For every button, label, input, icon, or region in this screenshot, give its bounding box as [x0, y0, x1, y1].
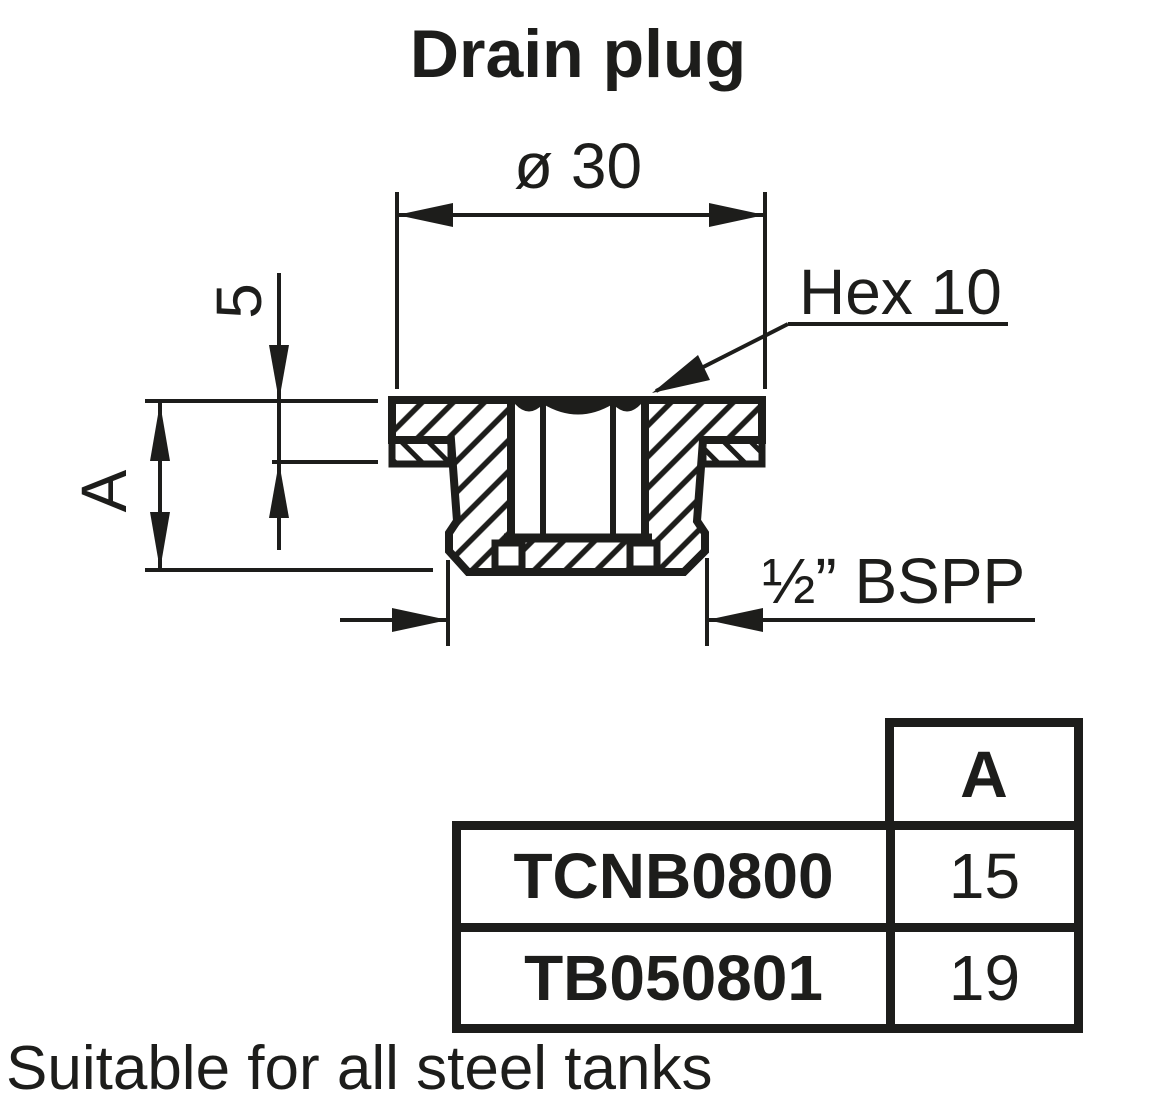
dimension-a-cell: 19 — [886, 931, 1074, 1024]
part-number-cell: TB050801 — [524, 941, 823, 1014]
thread-notch-left — [491, 539, 526, 573]
table-header-cell-A: A — [885, 718, 1083, 830]
seal-washer-right — [699, 436, 766, 468]
thread-label: ½” BSPP — [762, 545, 1025, 617]
page-title: Drain plug — [409, 16, 747, 92]
dimension-height-A: A — [68, 403, 433, 572]
plug-cross-section — [388, 396, 766, 576]
callout-hex-10: Hex 10 — [652, 256, 1008, 393]
arrowhead-down-icon — [269, 345, 289, 401]
arrowhead-up-icon — [269, 462, 289, 518]
arrowhead-up-icon — [150, 403, 170, 461]
arrowhead-right-icon — [709, 203, 765, 227]
height-label: A — [68, 469, 140, 512]
hex-socket-cavity — [509, 404, 647, 538]
dimension-thread-bspp: ½” BSPP — [340, 545, 1035, 646]
table-header-label: A — [960, 737, 1008, 811]
table-row: TCNB0800 15 — [461, 830, 1074, 932]
dimension-a-cell: 15 — [886, 830, 1074, 923]
thread-notch-right — [626, 539, 661, 573]
suitability-note: Suitable for all steel tanks — [6, 1034, 713, 1103]
diameter-label: ø 30 — [514, 130, 642, 202]
dimension-flange-thickness-5: 5 — [145, 273, 378, 550]
socket-chamfer-arcs — [515, 404, 641, 415]
arrowhead-right-icon — [392, 608, 448, 632]
dimension-diameter-30: ø 30 — [395, 130, 767, 389]
part-number-cell: TCNB0800 — [513, 840, 834, 913]
table-row: TB050801 19 — [461, 931, 1074, 1024]
seal-washer-left — [388, 436, 455, 468]
hex-label: Hex 10 — [799, 256, 1002, 328]
arrowhead-left-icon — [397, 203, 453, 227]
arrowhead-left-icon — [707, 608, 763, 632]
leader-arrowhead-icon — [652, 355, 710, 393]
size-table: TCNB0800 15 TB050801 19 — [452, 821, 1083, 1033]
flange-thickness-label: 5 — [203, 283, 275, 319]
arrowhead-down-icon — [150, 512, 170, 570]
